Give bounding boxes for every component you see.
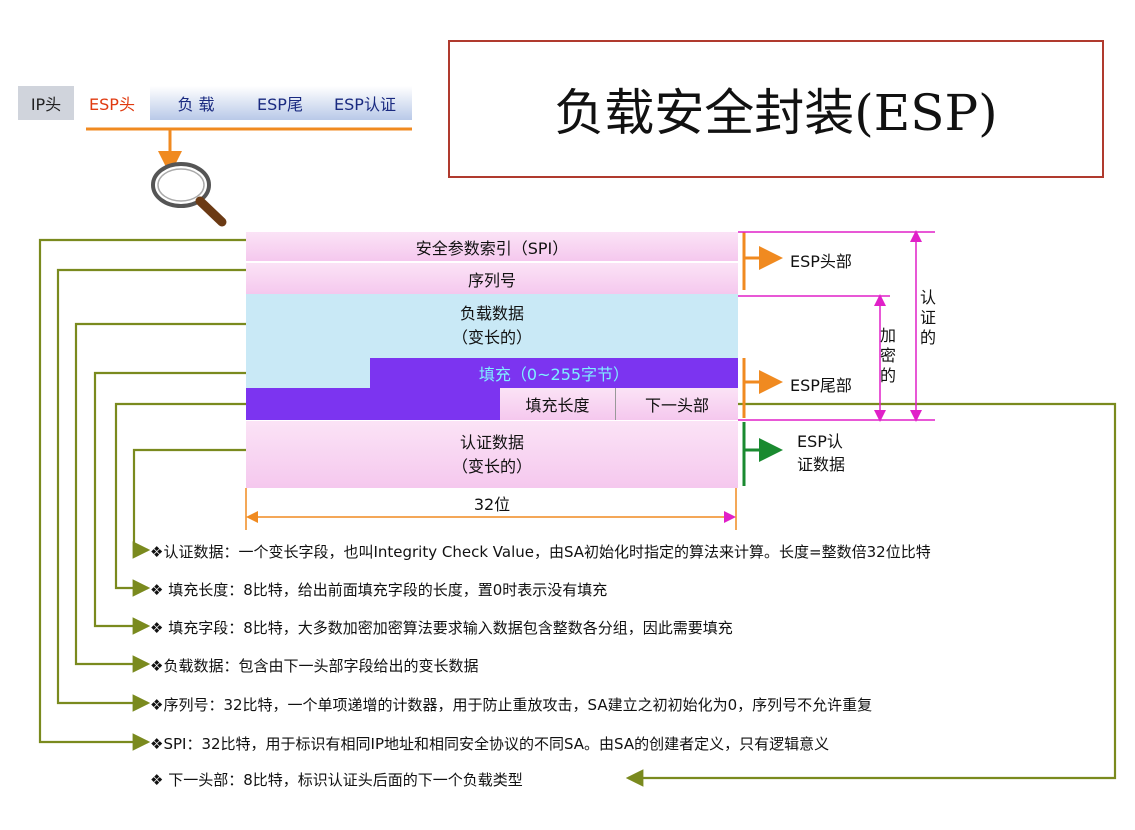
packet-esp-header: ESP头 xyxy=(74,86,150,120)
esp-auth-label-1: ESP认 xyxy=(797,432,843,451)
auth-data-field: 认证数据 （变长的） xyxy=(246,421,738,488)
padding-field-tail xyxy=(246,388,500,420)
desc-next-header: ❖ 下一头部：8比特，标识认证头后面的下一个负载类型 xyxy=(150,771,523,789)
esp-trailer-label: ESP尾部 xyxy=(790,376,852,395)
esp-auth-label-2: 证数据 xyxy=(797,455,846,474)
packet-payload: 负 载 xyxy=(150,86,242,120)
payload-data-tail xyxy=(246,358,370,388)
desc-sequence: ❖序列号：32比特，一个单项递增的计数器，用于防止重放攻击，SA建立之初初始化为… xyxy=(150,696,873,714)
desc-auth-data: ❖认证数据：一个变长字段，也叫Integrity Check Value，由SA… xyxy=(150,543,931,561)
page-title: 负载安全封装(ESP) xyxy=(448,40,1104,178)
next-header-field: 下一头部 xyxy=(616,388,738,420)
desc-padding: ❖ 填充字段：8比特，大多数加密加密算法要求输入数据包含整数各分组，因此需要填充 xyxy=(150,619,733,637)
packet-ip-header: IP头 xyxy=(18,86,74,120)
desc-spi: ❖SPI：32比特，用于标识有相同IP地址和相同安全协议的不同SA。由SA的创建… xyxy=(150,735,830,753)
magnifier-icon xyxy=(151,162,227,227)
payload-data-field: 负载数据 （变长的） xyxy=(246,294,738,358)
packet-esp-trailer: ESP尾 xyxy=(242,86,318,120)
packet-esp-auth: ESP认证 xyxy=(318,86,412,120)
width-label: 32位 xyxy=(473,495,511,514)
authenticated-label: 认 证 的 xyxy=(919,288,936,347)
padding-field: 填充（0~255字节） xyxy=(370,358,738,388)
desc-pad-length: ❖ 填充长度：8比特，给出前面填充字段的长度，置0时表示没有填充 xyxy=(150,581,608,599)
esp-header-label: ESP头部 xyxy=(790,252,852,271)
encrypted-label: 加 密 的 xyxy=(879,326,896,385)
spi-field: 安全参数索引（SPI） xyxy=(246,232,738,262)
desc-payload: ❖负载数据：包含由下一头部字段给出的变长数据 xyxy=(150,657,479,675)
pad-length-field: 填充长度 xyxy=(500,388,616,420)
sequence-number-field: 序列号 xyxy=(246,263,738,294)
